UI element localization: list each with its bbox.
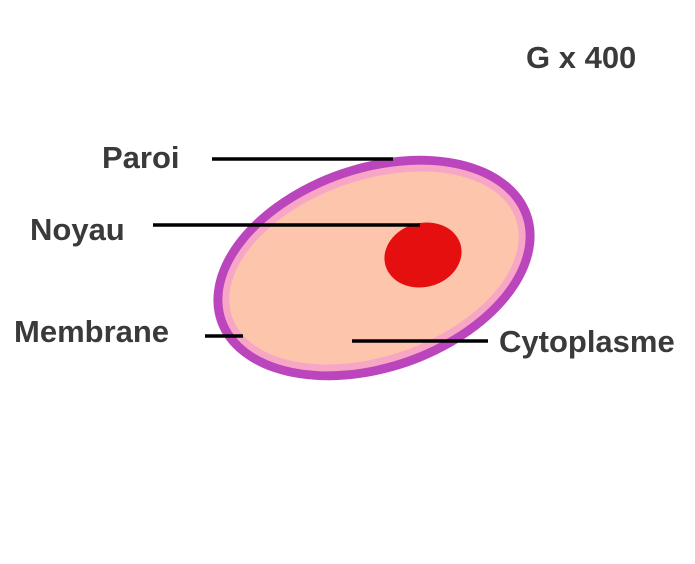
cytoplasme-label: Cytoplasme	[499, 324, 675, 359]
noyau-label: Noyau	[30, 212, 125, 247]
paroi-label: Paroi	[102, 140, 180, 175]
cytoplasm	[229, 171, 519, 365]
nucleus	[384, 222, 462, 288]
magnification-label: G x 400	[526, 40, 637, 75]
membrane-label: Membrane	[14, 314, 170, 349]
